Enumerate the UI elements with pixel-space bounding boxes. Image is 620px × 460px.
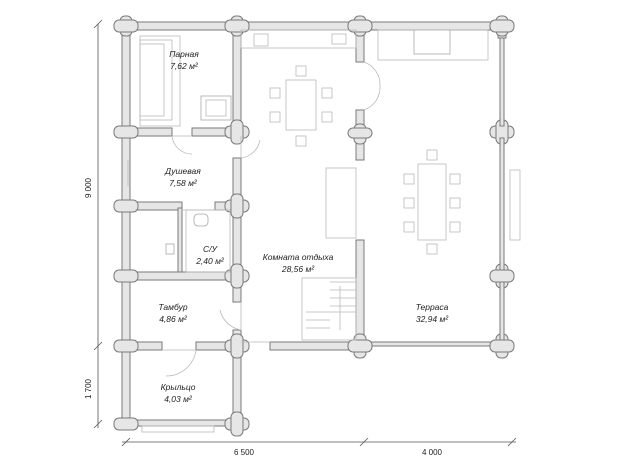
room-name-parnaya: Парная	[169, 49, 199, 59]
room-name-tambur: Тамбур	[158, 302, 187, 312]
furniture	[139, 29, 489, 433]
dimension-labels: 6 500 4 000 9 000 1 700	[84, 177, 443, 457]
dimension-bottom-left: 6 500	[234, 448, 255, 457]
room-area-dushevaya: 7,58 м²	[169, 178, 198, 188]
room-area-parnaya: 7,62 м²	[170, 61, 199, 71]
room-name-su: С/У	[203, 244, 219, 254]
room-area-komnata: 28,56 м²	[281, 264, 315, 274]
dimension-lines	[93, 19, 517, 447]
room-name-dushevaya: Душевая	[164, 166, 201, 176]
room-area-tambur: 4,86 м²	[159, 314, 188, 324]
dimension-left-bottom: 1 700	[84, 378, 93, 399]
dimension-left-top: 9 000	[84, 177, 93, 198]
room-area-terrasa: 32,94 м²	[416, 314, 449, 324]
doors	[127, 61, 381, 377]
room-area-su: 2,40 м²	[195, 256, 225, 266]
room-name-terrasa: Терраса	[416, 302, 449, 312]
room-area-krylco: 4,03 м²	[164, 394, 193, 404]
dimension-bottom-right: 4 000	[422, 448, 443, 457]
terrace-posts	[499, 37, 521, 341]
log-knots	[113, 15, 515, 437]
room-labels: Парная 7,62 м² Душевая 7,58 м² С/У 2,40 …	[158, 49, 449, 404]
room-name-komnata: Комната отдыха	[263, 252, 334, 262]
room-name-krylco: Крыльцо	[161, 382, 196, 392]
